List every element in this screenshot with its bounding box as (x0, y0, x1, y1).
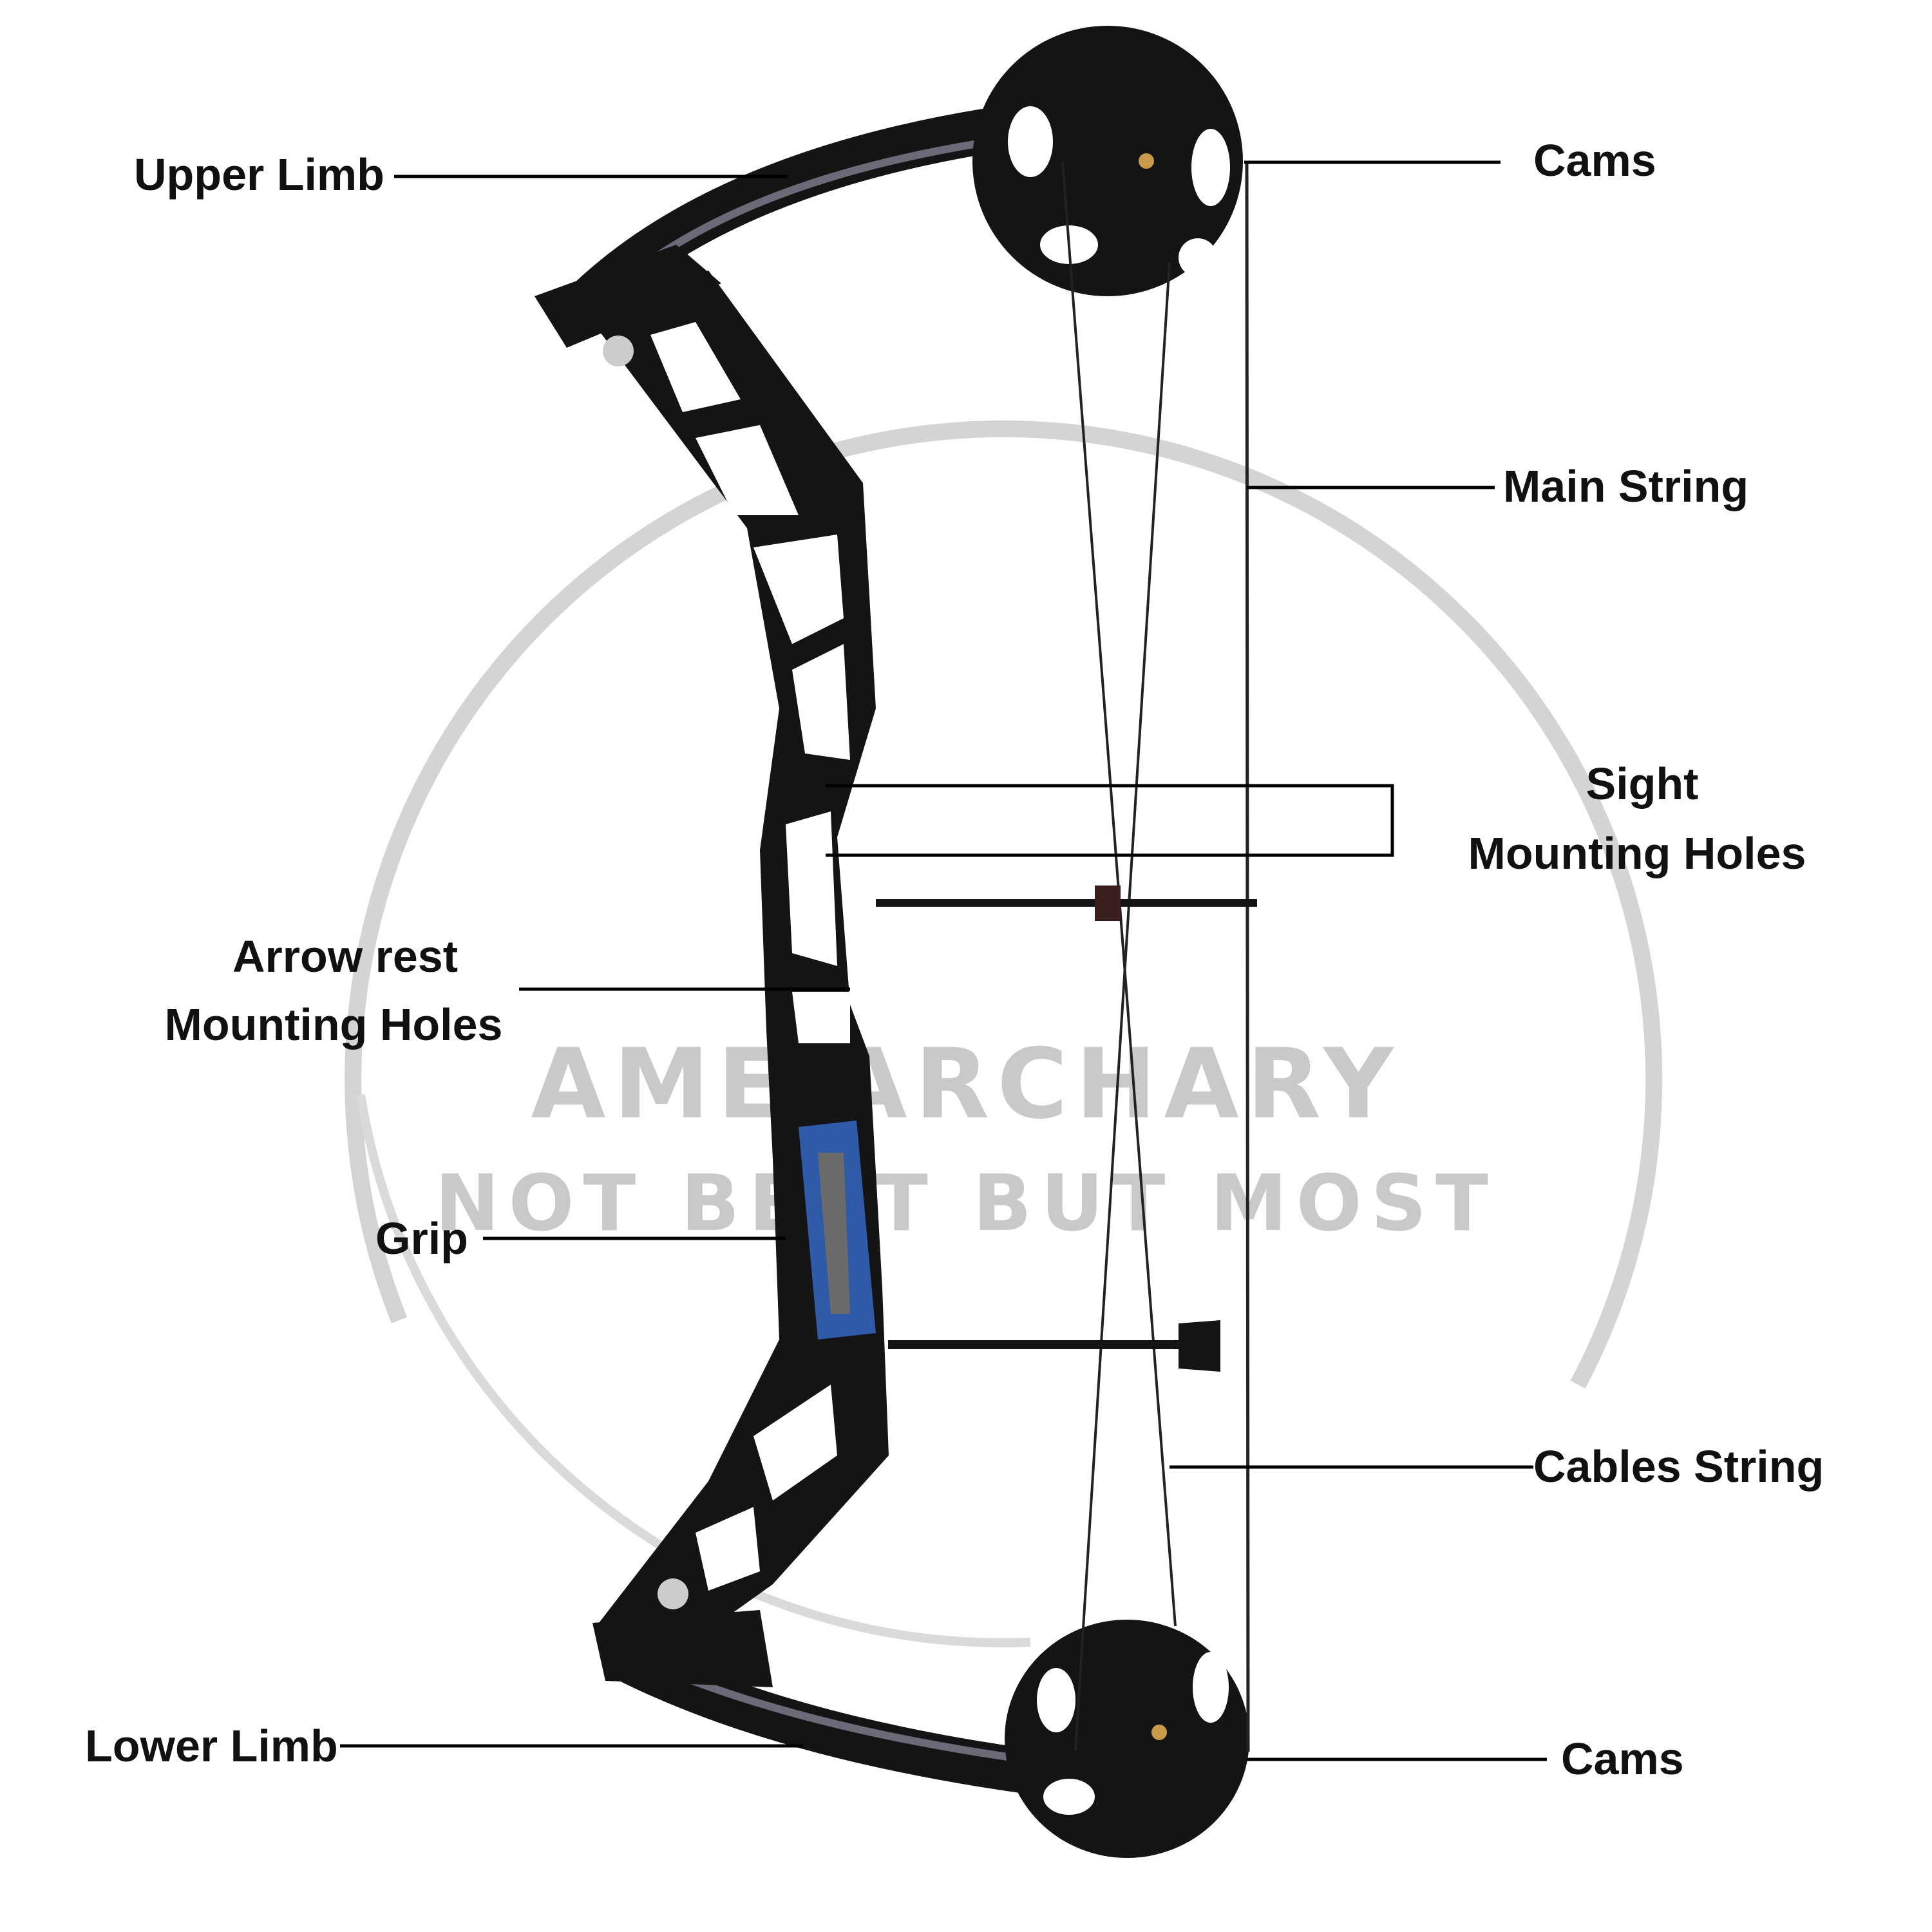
top-cam (972, 26, 1243, 296)
label-cams-top: Cams (1533, 135, 1656, 185)
limb-bolt-top (603, 336, 634, 366)
label-lower-limb: Lower Limb (85, 1721, 338, 1771)
label-cables-string: Cables String (1533, 1441, 1824, 1492)
label-cams-bottom: Cams (1561, 1734, 1684, 1784)
cable-slide (1095, 886, 1121, 921)
label-arrow-rest-mounting-holes: Mounting Holes (164, 999, 503, 1050)
main-string (1245, 160, 1250, 1752)
watermark-line1: AME ARCHARY (531, 1028, 1401, 1141)
label-sight: Sight (1586, 759, 1699, 809)
label-main-string: Main String (1503, 461, 1749, 511)
label-arrow-rest: Arrow rest (232, 931, 459, 981)
leader-lines (340, 160, 1547, 1761)
label-sight-mounting-holes: Mounting Holes (1468, 828, 1806, 878)
watermark-line2: NOT BEST BUT MOST (435, 1159, 1497, 1249)
riser (592, 270, 889, 1668)
leader-sight-bracket (826, 784, 1394, 857)
label-upper-limb: Upper Limb (134, 149, 384, 200)
label-grip: Grip (375, 1213, 468, 1264)
limb-bolt-bottom (658, 1578, 688, 1609)
cable-string-2 (1074, 262, 1171, 1751)
watermark-logo: AME ARCHARY NOT BEST BUT MOST (345, 420, 1663, 1647)
stabilizer-weight (1179, 1320, 1220, 1372)
bottom-cam (1005, 1620, 1249, 1858)
